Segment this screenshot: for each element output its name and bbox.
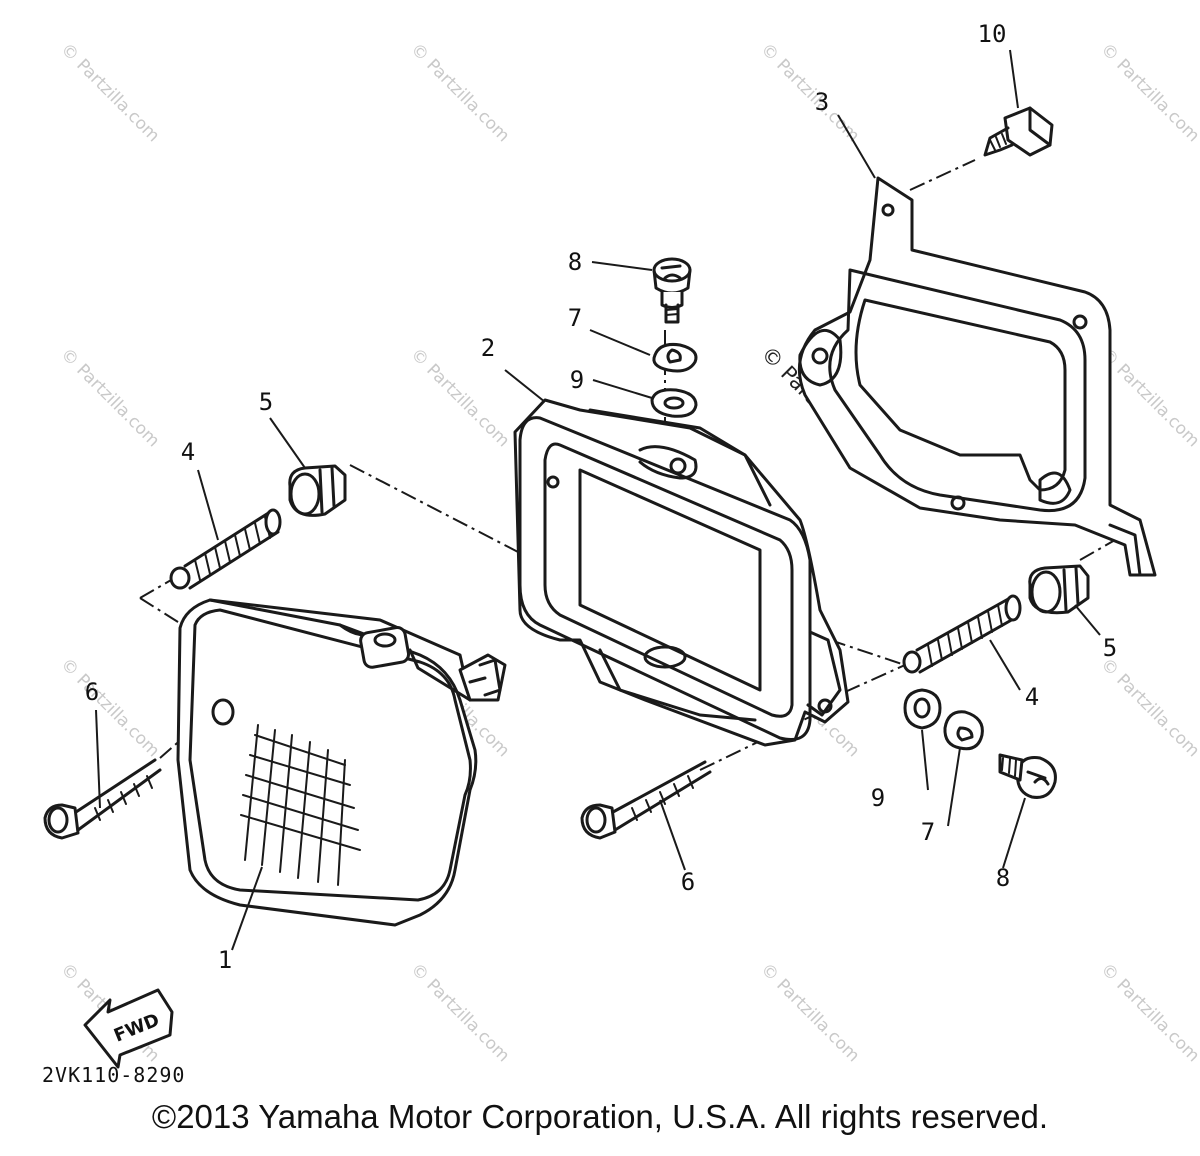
screw-8-top	[652, 257, 692, 324]
spring-4-right	[902, 594, 1022, 674]
headlight-unit	[176, 598, 507, 927]
washer-9-right	[903, 688, 942, 730]
watermark: © Partzilla.com	[1096, 959, 1200, 1066]
callout-part-3: 3	[815, 88, 829, 116]
screw-8-right	[998, 753, 1057, 799]
callout-part-1: 1	[218, 946, 232, 974]
callout-labels: 1 2 3 4 5 6 7 8 9 10 4 5 6 7 8 9	[85, 20, 1117, 974]
callout-part-8-right: 8	[996, 864, 1010, 892]
callout-part-4-right: 4	[1025, 683, 1039, 711]
watermark: © Partzilla.com	[1096, 39, 1200, 146]
callout-part-9-right: 9	[871, 784, 885, 812]
circlip-7-top	[652, 343, 698, 373]
callout-part-10: 10	[978, 20, 1007, 48]
circlip-7-right	[943, 710, 984, 751]
watermark: © Partzilla.com	[406, 959, 513, 1066]
watermark: © Partzilla.com	[406, 39, 513, 146]
watermark: © Partzilla.com	[756, 959, 863, 1066]
adjuster-nut-5-right	[1028, 564, 1090, 615]
callout-part-9-top: 9	[570, 366, 584, 394]
callout-part-6-right: 6	[681, 868, 695, 896]
watermark: © Partzilla.com	[406, 344, 513, 451]
drawing-code: 2VK110-8290	[42, 1063, 185, 1087]
spring-4-left	[169, 508, 282, 590]
callout-part-6-left: 6	[85, 678, 99, 706]
mounting-bracket	[797, 176, 1157, 577]
screw-6-left	[43, 758, 162, 840]
copyright-notice: ©2013 Yamaha Motor Corporation, U.S.A. A…	[151, 1098, 1049, 1135]
callout-part-4-left: 4	[181, 438, 195, 466]
watermark: © Partzilla.com	[56, 39, 163, 146]
watermark: © Partzilla.com	[56, 654, 163, 761]
callout-part-5-right: 5	[1103, 634, 1117, 662]
screw-6-right	[580, 760, 712, 840]
watermark: © Partzilla.com	[1096, 654, 1200, 761]
callout-part-7-top: 7	[568, 304, 582, 332]
lens-grid	[240, 724, 361, 886]
watermark: © Partzilla.com	[1096, 344, 1200, 451]
headlight-housing	[513, 398, 850, 747]
callout-part-7-right: 7	[921, 818, 935, 846]
callout-part-8-top: 8	[568, 248, 582, 276]
forward-arrow: FWD	[83, 988, 174, 1069]
adjuster-nut-5-left	[288, 464, 347, 517]
watermark: © Partzilla.com	[56, 344, 163, 451]
callout-part-2: 2	[481, 334, 495, 362]
bolt-10	[983, 106, 1054, 157]
callout-part-5-left: 5	[259, 388, 273, 416]
washer-9-top	[650, 388, 698, 418]
leader-lines	[95, 49, 1101, 951]
